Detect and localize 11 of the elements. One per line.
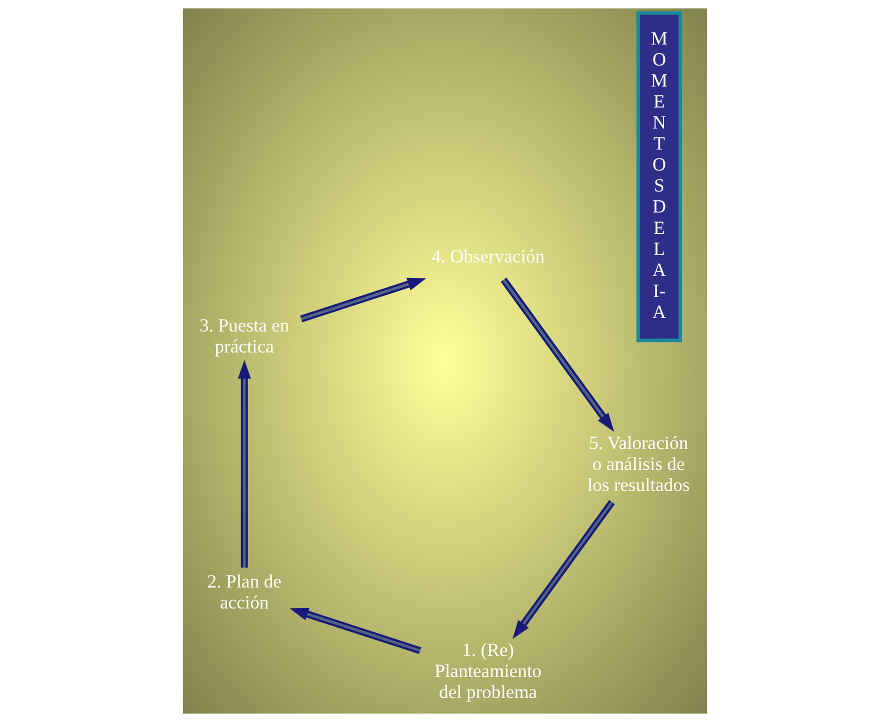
node-text: 2. Plan de acción (207, 572, 282, 614)
node-box: M O M E N T O S D E L A I- A (636, 11, 682, 342)
node-text: 5. Valoración o análisis de los resultados (587, 432, 690, 496)
arrow (290, 608, 422, 654)
arrow (238, 360, 251, 568)
arrow (512, 500, 615, 640)
arrow (300, 278, 426, 322)
node-text: 3. Puesta en práctica (199, 315, 290, 358)
arrow (500, 278, 614, 432)
node-text: 1. (Re) Planteamiento del problema (434, 640, 542, 704)
node-text: 4. Observación (431, 246, 545, 268)
